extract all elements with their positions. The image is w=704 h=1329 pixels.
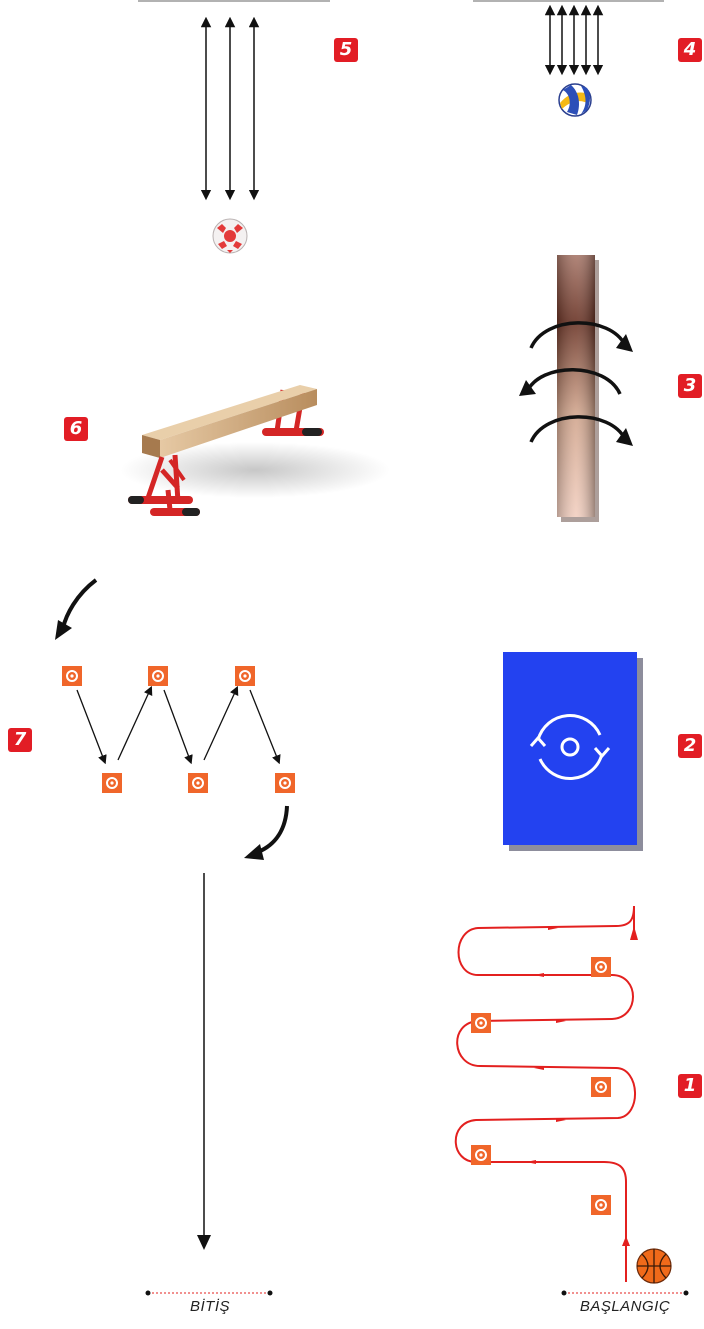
station-7-entry-arrow xyxy=(55,580,96,640)
station-badge-6: 6 xyxy=(64,417,88,441)
station-1-cones xyxy=(471,957,611,1215)
start-line xyxy=(562,1291,689,1296)
balance-beam xyxy=(120,385,390,516)
station-5-arrows xyxy=(206,22,254,195)
station-7-exit-arrow xyxy=(244,806,287,860)
station-badge-5: 5 xyxy=(334,38,358,62)
finish-line xyxy=(146,1291,273,1296)
station-badge-1: 1 xyxy=(678,1074,702,1098)
station-4-arrows xyxy=(550,10,598,70)
start-label: BAŞLANGIÇ xyxy=(565,1298,685,1315)
station-badge-2: 2 xyxy=(678,734,702,758)
blue-mat xyxy=(503,652,643,851)
volleyball-icon xyxy=(559,84,591,116)
handball-icon xyxy=(213,219,247,253)
station-badge-4: 4 xyxy=(678,38,702,62)
station-badge-7: 7 xyxy=(8,728,32,752)
climbing-pole xyxy=(557,255,599,522)
finish-label: BİTİŞ xyxy=(160,1298,260,1315)
sprint-arrow xyxy=(197,873,211,1250)
station-badge-3: 3 xyxy=(678,374,702,398)
basketball-icon xyxy=(637,1249,671,1283)
zigzag-arrows xyxy=(77,690,278,760)
